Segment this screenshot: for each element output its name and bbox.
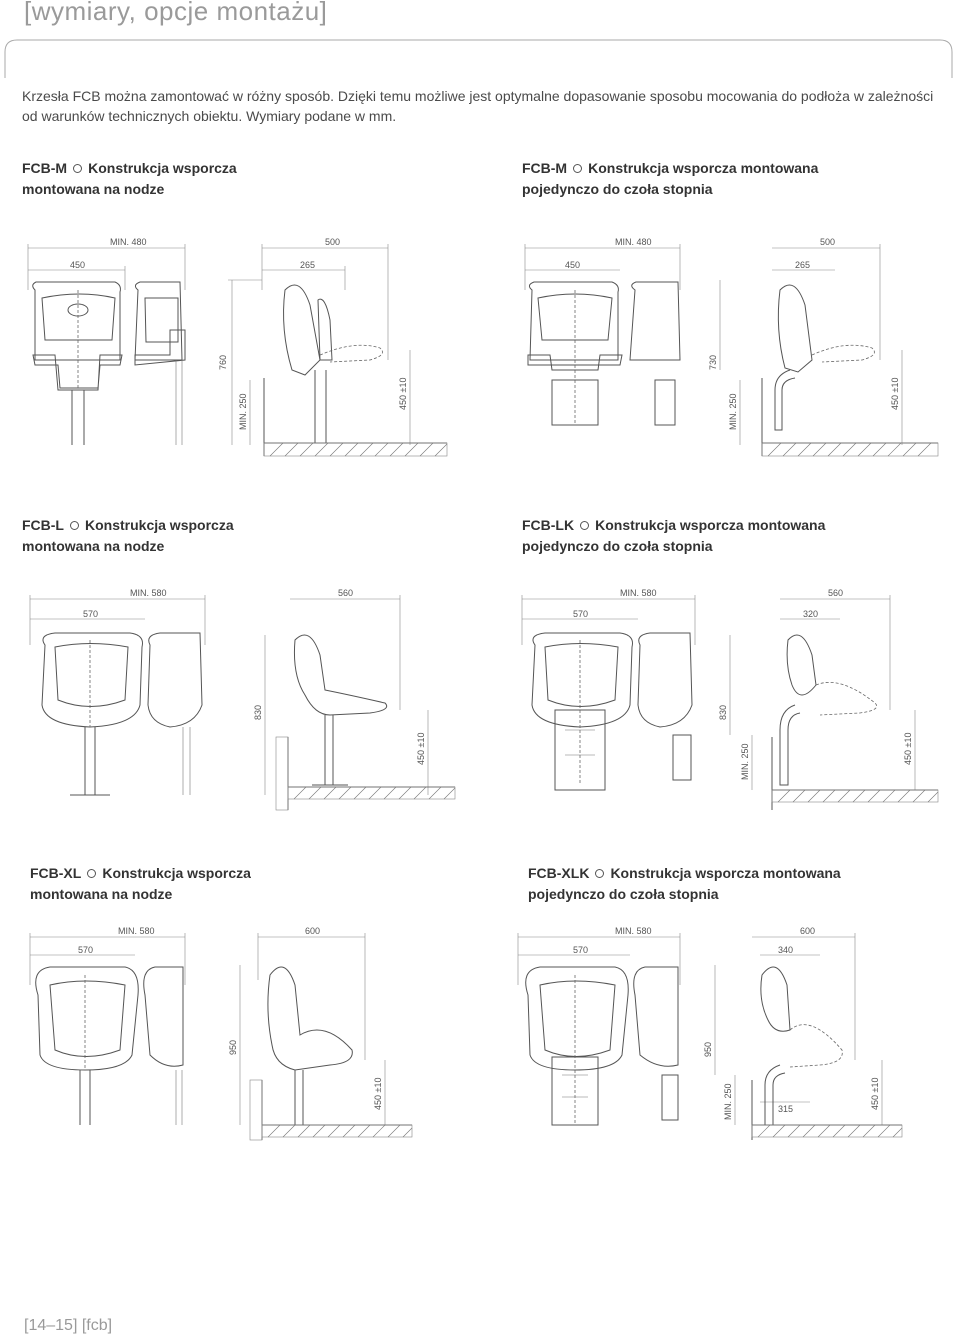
dim-offset: 315: [778, 1104, 793, 1114]
section-fcb-m-leg-label: FCB-M Konstrukcja wsporcza montowana na n…: [22, 158, 237, 200]
dim-seat-depth: 320: [803, 609, 818, 619]
dim-height: 830: [253, 705, 263, 720]
drawing-fcb-l-leg: MIN. 580 570 560 830 450 ±10: [29, 588, 456, 811]
section-line2: montowana na nodze: [30, 886, 173, 902]
model-name: FCB-LK: [522, 517, 575, 533]
section-line1: Konstrukcja wsporcza montowana: [595, 517, 826, 533]
dim-height: 950: [228, 1040, 238, 1055]
dim-seat-height: 450 ±10: [373, 1078, 383, 1110]
section-line2: montowana na nodze: [22, 181, 165, 197]
page-footer: [14–15] [fcb]: [24, 1317, 113, 1334]
bullet-icon: [595, 869, 605, 879]
section-fcb-l-leg-label: FCB-L Konstrukcja wsporcza montowana na n…: [22, 515, 234, 557]
section-line1: Konstrukcja wsporcza montowana: [588, 160, 819, 176]
dim-min-width: MIN. 580: [118, 926, 155, 936]
dim-depth: 500: [820, 237, 835, 247]
dim-min-width: MIN. 480: [110, 237, 147, 247]
dim-height: 760: [218, 355, 228, 370]
dim-height: 950: [703, 1042, 713, 1057]
model-name: FCB-M: [522, 160, 568, 176]
section-line2: montowana na nodze: [22, 538, 165, 554]
dim-seat-height: 450 ±10: [398, 378, 408, 410]
dim-depth: 500: [325, 237, 340, 247]
drawing-fcb-xlk-step: MIN. 580 570 600 340 950 MIN. 250 315 45…: [517, 926, 903, 1140]
bullet-icon: [580, 521, 590, 531]
section-line2: pojedynczo do czoła stopnia: [528, 886, 719, 902]
dim-min-height: MIN. 250: [238, 393, 248, 430]
drawing-fcb-lk-step: MIN. 580 570 560 320 830 MIN. 250 450 ±1…: [521, 588, 939, 810]
dim-seat-width: 570: [78, 945, 93, 955]
section-line2: pojedynczo do czoła stopnia: [522, 538, 713, 554]
dim-seat-width: 450: [70, 260, 85, 270]
dim-min-width: MIN. 580: [620, 588, 657, 598]
dim-min-width: MIN. 580: [130, 588, 167, 598]
intro-text: Krzesła FCB można zamontować w różny spo…: [22, 88, 934, 124]
dim-seat-depth: 265: [795, 260, 810, 270]
section-line1: Konstrukcja wsporcza: [85, 517, 234, 533]
section-line1: Konstrukcja wsporcza montowana: [610, 865, 841, 881]
section-fcb-xl-leg-label: FCB-XL Konstrukcja wsporcza montowana na …: [30, 863, 251, 905]
model-name: FCB-L: [22, 517, 64, 533]
section-line1: Konstrukcja wsporcza: [102, 865, 251, 881]
section-fcb-lk-step-label: FCB-LK Konstrukcja wsporcza montowana poj…: [522, 515, 825, 557]
frame-line: [4, 39, 953, 78]
drawing-fcb-xl-leg: MIN. 580 570 600 950 450 ±10: [29, 926, 413, 1141]
bullet-icon: [573, 164, 583, 174]
dim-depth: 560: [828, 588, 843, 598]
dim-seat-height: 450 ±10: [416, 733, 426, 765]
dim-min-height: MIN. 250: [740, 743, 750, 780]
dim-depth: 560: [338, 588, 353, 598]
page-title: [wymiary, opcje montażu]: [24, 0, 328, 26]
section-line1: Konstrukcja wsporcza: [88, 160, 237, 176]
dim-depth: 600: [305, 926, 320, 936]
dim-seat-depth: 340: [778, 945, 793, 955]
dim-seat-width: 450: [565, 260, 580, 270]
bullet-icon: [87, 869, 97, 879]
dim-seat-width: 570: [573, 609, 588, 619]
dim-seat-width: 570: [83, 609, 98, 619]
dim-height: 830: [718, 705, 728, 720]
dim-seat-height: 450 ±10: [890, 378, 900, 410]
dim-min-height: MIN. 250: [728, 393, 738, 430]
dim-seat-height: 450 ±10: [903, 733, 913, 765]
bullet-icon: [70, 521, 79, 531]
dim-depth: 600: [800, 926, 815, 936]
section-fcb-xlk-step-label: FCB-XLK Konstrukcja wsporcza montowana po…: [528, 863, 841, 905]
model-name: FCB-XLK: [528, 865, 590, 881]
drawing-fcb-m-leg: MIN. 480 450 500 265 760 MIN. 250 450 ±1…: [27, 237, 448, 457]
bullet-icon: [73, 164, 83, 174]
dim-seat-height: 450 ±10: [870, 1078, 880, 1110]
dim-min-width: MIN. 480: [615, 237, 652, 247]
dim-min-width: MIN. 580: [615, 926, 652, 936]
dim-min-height: MIN. 250: [723, 1083, 733, 1120]
section-fcb-m-step-label: FCB-M Konstrukcja wsporcza montowana poje…: [522, 158, 818, 200]
dim-height: 730: [708, 355, 718, 370]
drawing-fcb-m-step: MIN. 480 450 500 265 730 MIN. 250 450 ±1…: [524, 237, 939, 457]
dim-seat-depth: 265: [300, 260, 315, 270]
dim-seat-width: 570: [573, 945, 588, 955]
section-line2: pojedynczo do czoła stopnia: [522, 181, 713, 197]
model-name: FCB-M: [22, 160, 68, 176]
model-name: FCB-XL: [30, 865, 82, 881]
